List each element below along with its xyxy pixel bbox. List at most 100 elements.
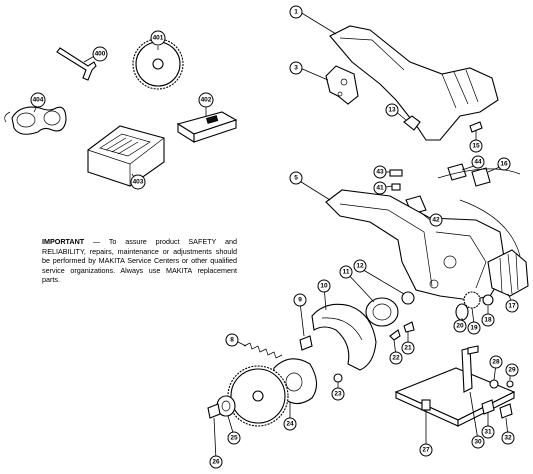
svg-text:18: 18 [484, 317, 492, 324]
callout-400: 400 [92, 46, 108, 62]
saw-blade-accessory-part [132, 38, 184, 90]
svg-text:12: 12 [356, 263, 364, 270]
bearing-12-part [401, 291, 415, 305]
switch-parts [437, 163, 521, 187]
callout-17: 17 [505, 299, 519, 313]
callout-15: 15 [469, 139, 483, 153]
callout-27: 27 [419, 443, 433, 457]
callout-24: 24 [283, 417, 297, 431]
svg-text:1: 1 [294, 9, 298, 16]
svg-text:13: 13 [388, 107, 396, 114]
spring-part [243, 342, 283, 359]
svg-text:5: 5 [294, 175, 298, 182]
svg-text:404: 404 [33, 97, 44, 104]
svg-text:32: 32 [504, 435, 512, 442]
base-plate-part [394, 345, 516, 427]
svg-text:22: 22 [392, 355, 400, 362]
screw-9-part [299, 335, 313, 351]
screws-21-22-part [389, 321, 415, 341]
callout-18: 18 [481, 313, 495, 327]
notice-heading: IMPORTANT [42, 237, 85, 246]
svg-text:29: 29 [508, 367, 516, 374]
callout-1: 1 [289, 5, 303, 19]
svg-text:17: 17 [508, 303, 516, 310]
callout-12: 12 [353, 259, 367, 273]
svg-text:8: 8 [230, 337, 234, 344]
battery-charger-part [87, 125, 165, 187]
svg-text:31: 31 [484, 429, 492, 436]
important-notice: IMPORTANT — To assure product SAFETY and… [42, 237, 237, 285]
callout-20: 20 [453, 319, 467, 333]
callout-402: 402 [198, 92, 214, 108]
callout-21: 21 [401, 341, 415, 355]
callout-5: 5 [289, 171, 303, 185]
svg-text:20: 20 [456, 323, 464, 330]
svg-text:11: 11 [343, 269, 350, 276]
svg-text:27: 27 [422, 447, 430, 454]
callout-3: 3 [289, 61, 303, 75]
svg-text:42: 42 [432, 217, 440, 224]
svg-text:44: 44 [474, 159, 482, 166]
callout-401: 401 [150, 30, 166, 46]
callout-8: 8 [225, 333, 239, 347]
svg-text:26: 26 [212, 459, 220, 466]
callout-43: 43 [373, 165, 387, 179]
svg-text:3: 3 [294, 65, 298, 72]
washer-23-part [333, 373, 343, 383]
spindle-parts [455, 291, 494, 321]
battery-pack-part [176, 111, 238, 143]
blade-guard-part [311, 303, 377, 371]
svg-text:41: 41 [376, 185, 384, 192]
callout-44: 44 [471, 155, 485, 169]
callout-22: 22 [389, 351, 403, 365]
callout-11: 11 [339, 265, 353, 279]
callout-31: 31 [481, 425, 495, 439]
svg-text:23: 23 [334, 391, 342, 398]
guide-rail [459, 199, 521, 257]
callout-23: 23 [331, 387, 345, 401]
bolt-26-part [207, 403, 221, 419]
housing-cover-part [329, 25, 499, 141]
svg-text:28: 28 [492, 359, 500, 366]
saw-blade-part [227, 365, 289, 427]
svg-text:401: 401 [153, 35, 164, 42]
spring-clip-part [403, 115, 421, 131]
outer-flange-part [216, 395, 236, 417]
callout-25: 25 [227, 431, 241, 445]
svg-text:24: 24 [286, 421, 294, 428]
svg-text:403: 403 [133, 179, 144, 186]
callout-13: 13 [385, 103, 399, 117]
svg-text:25: 25 [230, 435, 238, 442]
svg-text:16: 16 [500, 161, 508, 168]
callout-32: 32 [501, 431, 515, 445]
svg-text:400: 400 [95, 51, 106, 58]
svg-text:10: 10 [320, 283, 328, 290]
callout-28: 28 [489, 355, 503, 369]
callout-403: 403 [130, 174, 146, 190]
hex-wrench-part [56, 47, 97, 81]
svg-text:402: 402 [201, 97, 212, 104]
motor-part [487, 249, 529, 297]
svg-text:15: 15 [472, 143, 480, 150]
safety-goggles-part [4, 106, 67, 135]
svg-text:43: 43 [376, 169, 384, 176]
svg-text:21: 21 [404, 345, 412, 352]
callout-404: 404 [30, 92, 46, 108]
svg-text:30: 30 [474, 439, 482, 446]
callout-16: 16 [497, 157, 511, 171]
callout-9: 9 [293, 293, 307, 307]
notice-body: — To assure product SAFETY and RELIABILI… [42, 237, 237, 285]
bracket-part [325, 65, 359, 105]
main-housing-part [325, 189, 507, 301]
svg-text:9: 9 [298, 297, 302, 304]
callout-42: 42 [429, 213, 443, 227]
callout-41: 41 [373, 181, 387, 195]
gear-assembly-part [365, 297, 399, 327]
callout-26: 26 [209, 455, 223, 469]
screw-15-part [469, 121, 483, 133]
callout-30: 30 [471, 435, 485, 449]
svg-text:19: 19 [470, 325, 478, 332]
callout-10: 10 [317, 279, 331, 293]
callout-19: 19 [467, 321, 481, 335]
